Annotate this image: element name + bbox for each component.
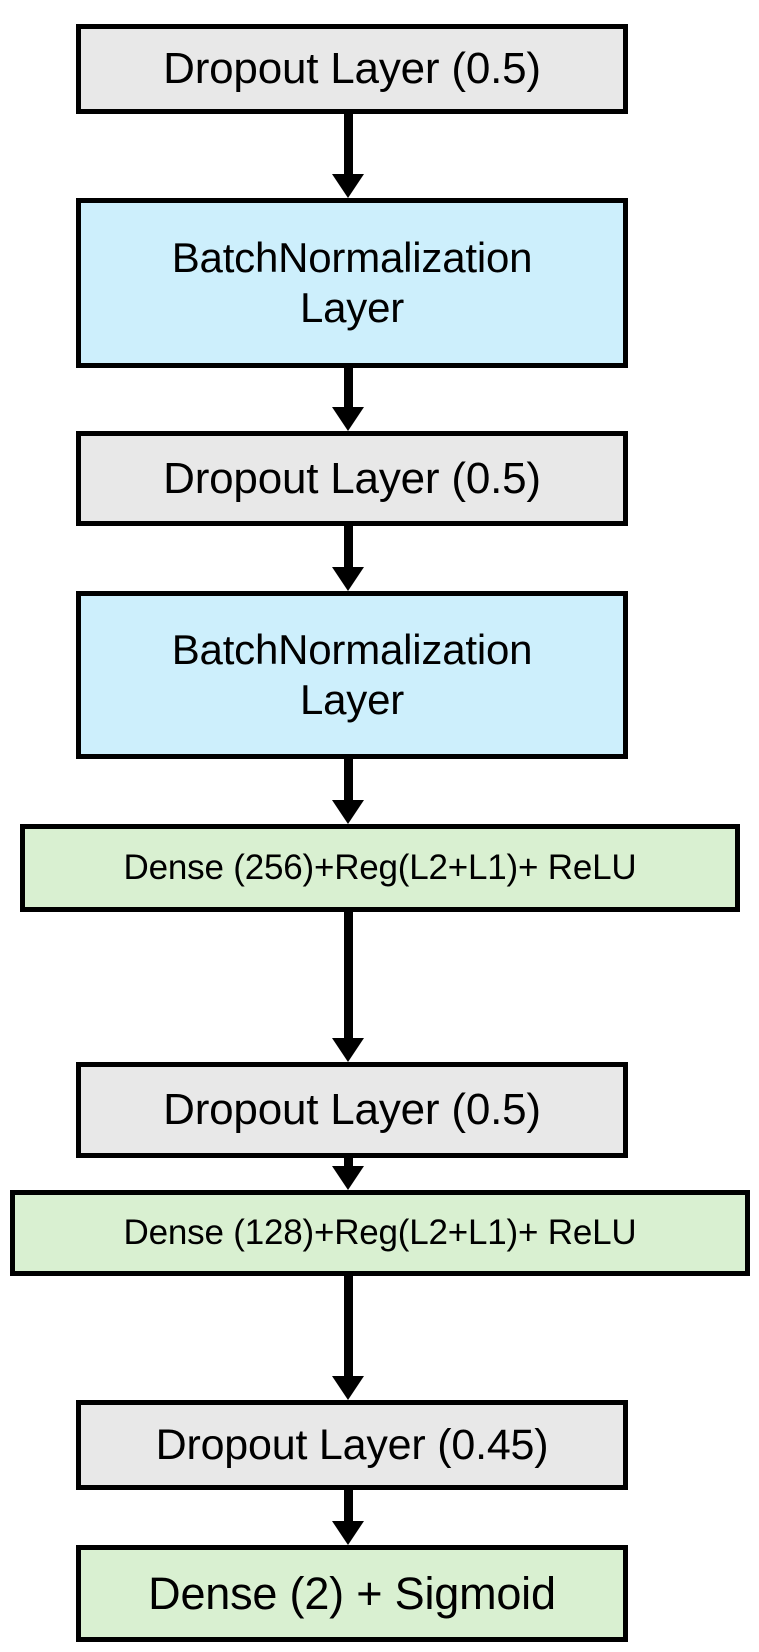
arrow-head-icon [332,1038,364,1062]
node-dense-128[interactable]: Dense (128)+Reg(L2+L1)+ ReLU [10,1190,750,1276]
arrow-shaft [343,526,353,569]
arrow-dropout-4-to-dense-2 [328,1490,368,1545]
arrow-head-icon [332,1521,364,1545]
node-batchnorm-1[interactable]: BatchNormalization Layer [76,198,628,368]
node-dropout-1[interactable]: Dropout Layer (0.5) [76,24,628,114]
node-label: Dense (128)+Reg(L2+L1)+ ReLU [123,1213,637,1253]
arrow-shaft [343,114,353,176]
arrow-head-icon [332,1166,364,1190]
arrow-head-icon [332,800,364,824]
arrow-shaft [343,759,353,802]
arrow-batchnorm-2-to-dense-256 [328,759,368,824]
node-batchnorm-2[interactable]: BatchNormalization Layer [76,591,628,759]
node-dropout-2[interactable]: Dropout Layer (0.5) [76,431,628,526]
node-label: Dense (256)+Reg(L2+L1)+ ReLU [123,848,637,888]
node-dropout-4[interactable]: Dropout Layer (0.45) [76,1400,628,1490]
arrow-shaft [343,368,353,409]
arrow-shaft [343,1490,353,1523]
arrow-dense-256-to-dropout-3 [328,912,368,1062]
node-dense-2[interactable]: Dense (2) + Sigmoid [76,1545,628,1642]
node-label: Dropout Layer (0.5) [163,1085,541,1135]
node-dense-256[interactable]: Dense (256)+Reg(L2+L1)+ ReLU [20,824,740,912]
node-dropout-3[interactable]: Dropout Layer (0.5) [76,1062,628,1158]
arrow-batchnorm-1-to-dropout-2 [328,368,368,431]
arrow-dropout-2-to-batchnorm-2 [328,526,368,591]
arrow-dropout-1-to-batchnorm-1 [328,114,368,198]
arrow-head-icon [332,174,364,198]
node-label: Dropout Layer (0.45) [155,1420,549,1469]
arrow-dense-128-to-dropout-4 [328,1276,368,1400]
node-label: Dropout Layer (0.5) [163,44,541,94]
arrow-head-icon [332,407,364,431]
arrow-shaft [343,912,353,1040]
node-label: Dropout Layer (0.5) [163,453,541,503]
arrow-shaft [343,1276,353,1378]
arrow-shaft [343,1158,353,1168]
node-label: BatchNormalization Layer [171,626,533,723]
node-label: Dense (2) + Sigmoid [148,1567,556,1619]
arrow-head-icon [332,567,364,591]
arrow-dropout-3-to-dense-128 [328,1158,368,1190]
node-label: BatchNormalization Layer [171,234,533,331]
arrow-head-icon [332,1376,364,1400]
